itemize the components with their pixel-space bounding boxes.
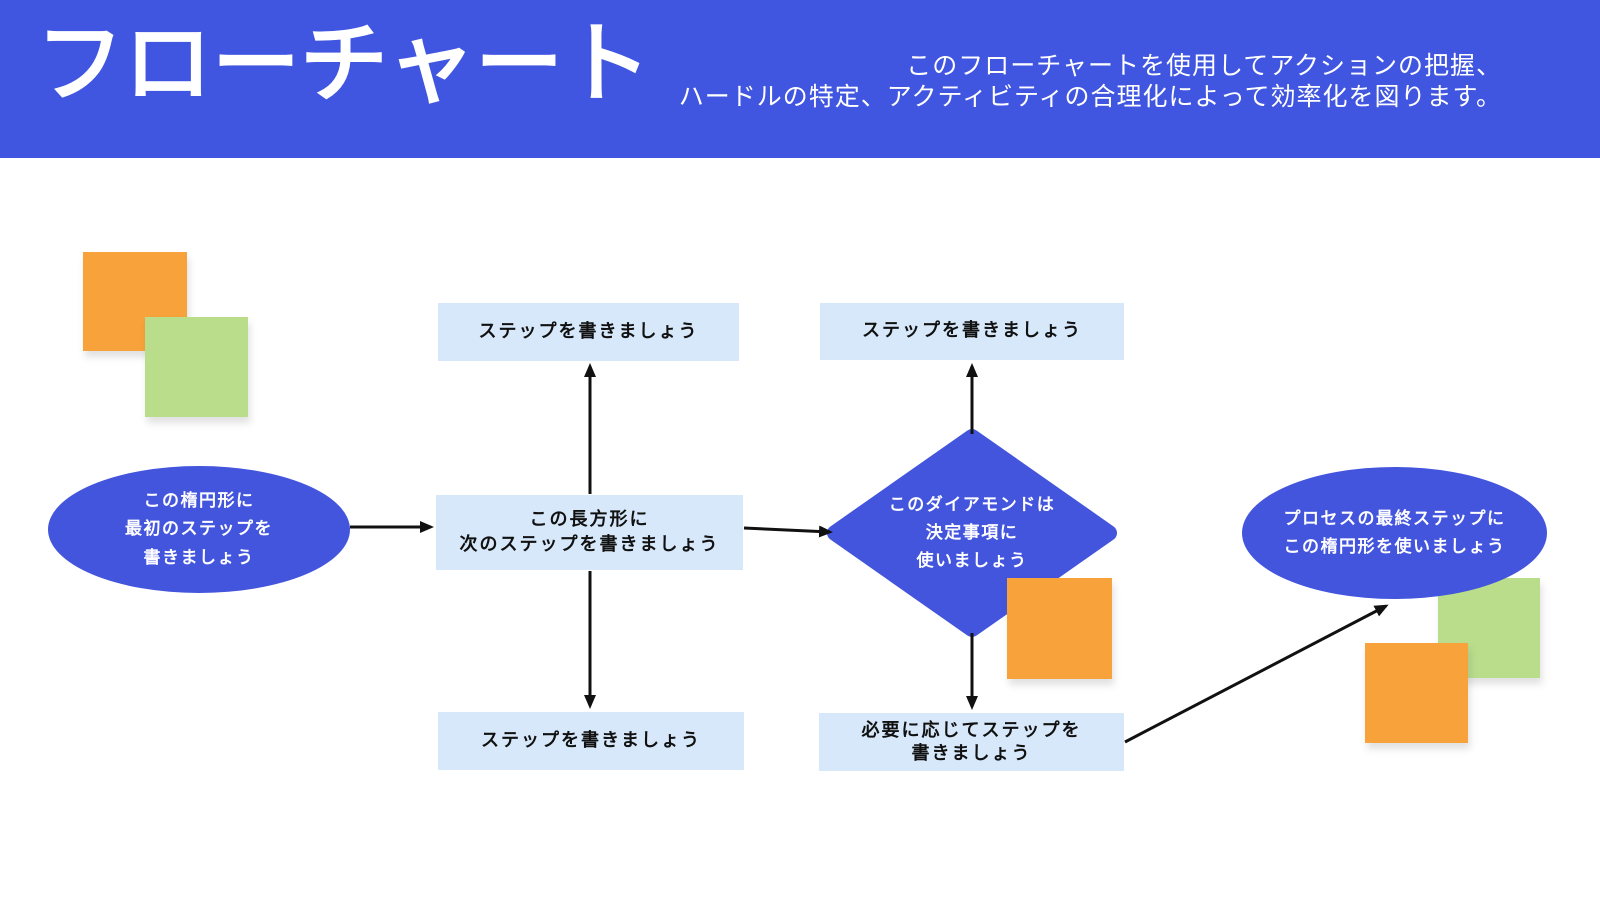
decor-square-orange-diamond [1007, 578, 1112, 679]
decision-diamond-label: このダイアモンドは 決定事項に 使いましょう [888, 494, 1056, 572]
subtitle-line-2: ハードルの特定、アクティビティの合理化によって効率化を図ります。 [678, 82, 1502, 111]
header-banner: フローチャート このフローチャートを使用してアクションの把握、 ハードルの特定、… [0, 0, 1600, 158]
page-subtitle: このフローチャートを使用してアクションの把握、 ハードルの特定、アクティビティの… [679, 50, 1502, 112]
page-title: フローチャート [36, 12, 652, 115]
step-rect-top-right: ステップを書きましょう [820, 303, 1124, 360]
step-rect-bottom-middle: ステップを書きましょう [438, 712, 744, 770]
decor-square-green-topleft [145, 317, 248, 417]
process-rect-center: この長方形に 次のステップを書きましょう [436, 495, 743, 570]
start-ellipse: この楕円形に 最初のステップを 書きましょう [48, 466, 350, 593]
subtitle-line-1: このフローチャートを使用してアクションの把握、 [906, 51, 1502, 80]
arrow-step-bottom-right-to-end [1124, 604, 1389, 744]
decor-square-orange-bottomright [1365, 643, 1468, 743]
arrow-process-to-decision [743, 525, 833, 538]
step-rect-bottom-right: 必要に応じてステップを 書きましょう [819, 713, 1124, 771]
end-ellipse: プロセスの最終ステップに この楕円形を使いましょう [1242, 467, 1547, 599]
step-rect-top-middle: ステップを書きましょう [438, 303, 739, 361]
